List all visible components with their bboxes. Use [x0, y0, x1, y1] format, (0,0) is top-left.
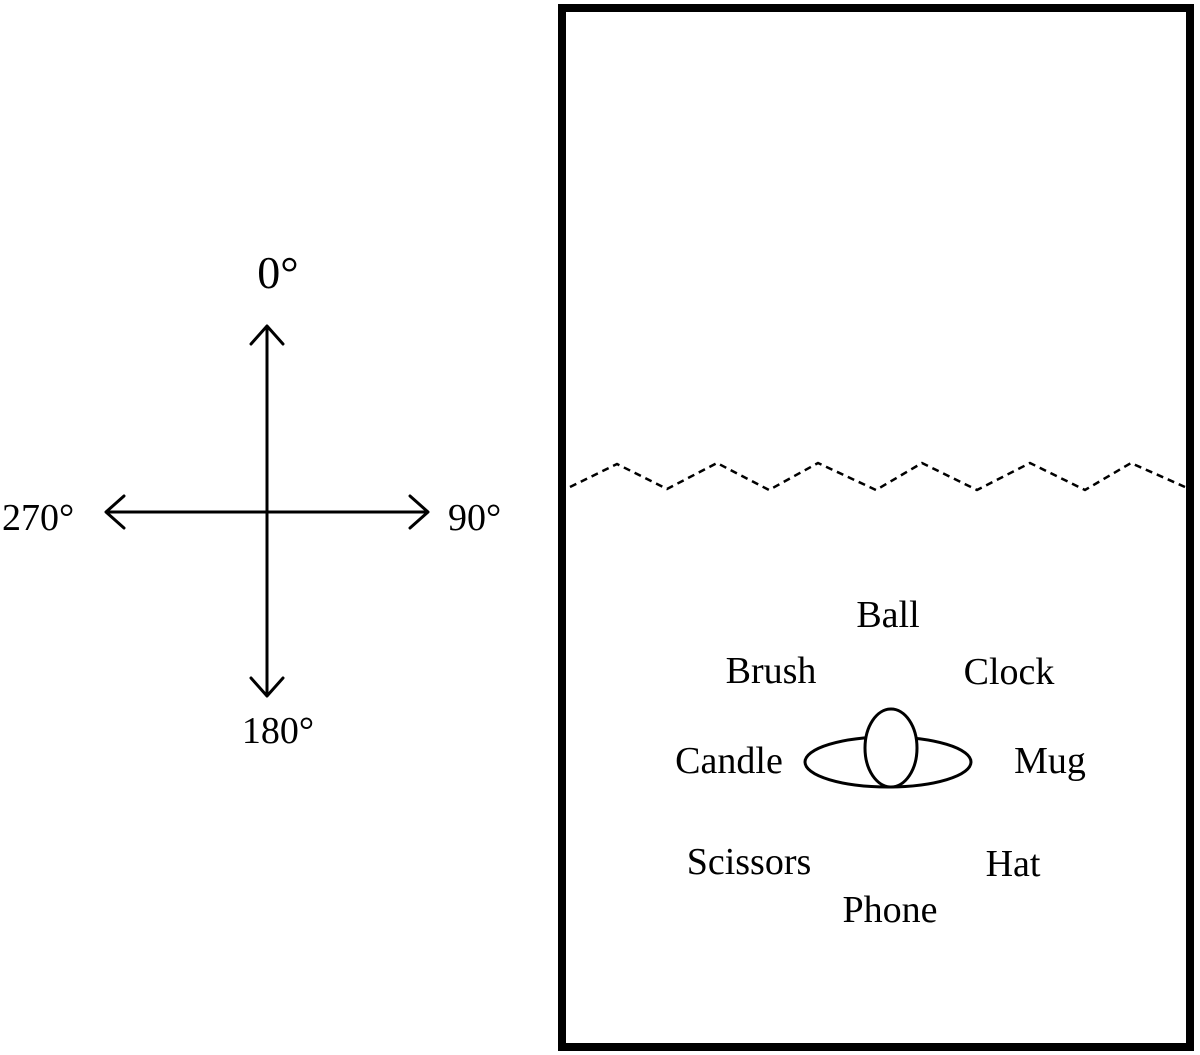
object-label-scissors: Scissors — [687, 841, 812, 883]
arrow-down-icon — [249, 676, 285, 698]
compass-label-0: 0° — [257, 247, 298, 298]
arrow-up-icon — [249, 324, 285, 346]
object-label-candle: Candle — [675, 740, 783, 782]
person-top-view-icon — [803, 707, 973, 789]
arrow-right-icon — [408, 494, 430, 530]
object-label-brush: Brush — [726, 650, 817, 692]
object-label-hat: Hat — [986, 843, 1041, 885]
compass-label-270: 270° — [2, 497, 74, 539]
person-head — [863, 707, 919, 789]
object-label-phone: Phone — [843, 889, 938, 931]
room-frame — [558, 4, 1194, 1051]
compass-label-90: 90° — [448, 497, 501, 539]
object-label-clock: Clock — [964, 651, 1055, 693]
compass — [104, 324, 430, 698]
compass-label-180: 180° — [242, 710, 314, 752]
object-label-ball: Ball — [856, 594, 919, 636]
zigzag-dashed-line — [569, 461, 1186, 492]
object-label-mug: Mug — [1014, 740, 1086, 782]
arrow-left-icon — [104, 494, 126, 530]
